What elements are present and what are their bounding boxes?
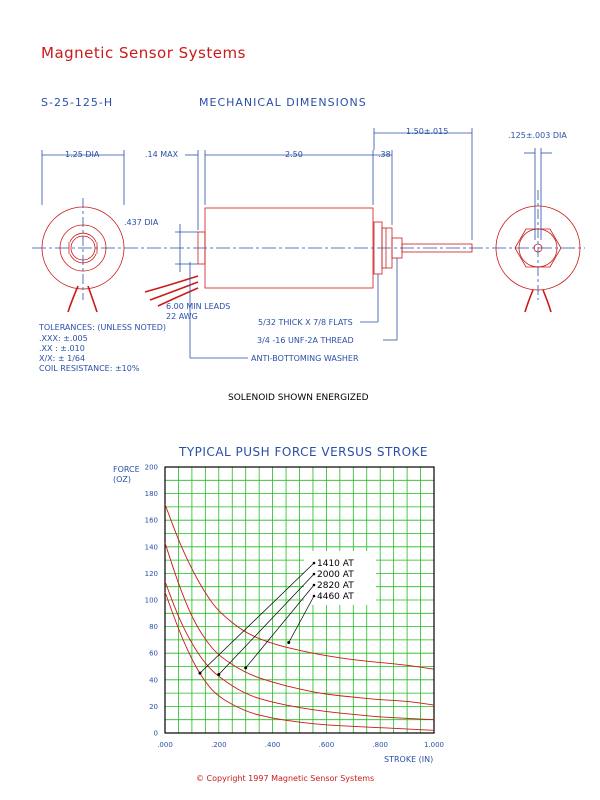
callout-dot	[312, 561, 316, 565]
y-tick-label: 160	[145, 517, 158, 525]
plunger-dia-label: .125±.003 DIA	[508, 131, 567, 140]
callout-leader	[245, 584, 315, 669]
body-dia-label: 1.25 DIA	[65, 150, 100, 159]
x-tick-label: 1.000	[424, 741, 444, 749]
side-leads	[144, 275, 199, 307]
copyright: © Copyright 1997 Magnetic Sensor Systems	[196, 774, 375, 783]
legend-label: 2000 AT	[317, 570, 354, 580]
legend-label: 2820 AT	[317, 581, 354, 591]
callout-leader	[218, 573, 315, 675]
y-tick-label: 200	[145, 464, 158, 472]
y-tick-label: 80	[149, 623, 158, 631]
x-tick-label: .600	[319, 741, 335, 749]
tolerance-line: .XXX: ±.005	[39, 334, 88, 343]
company-name: Magnetic Sensor Systems	[41, 44, 246, 62]
series-line-1410-at	[164, 591, 435, 731]
mechanical-drawing	[32, 128, 585, 359]
y-tick-label: 60	[149, 650, 158, 658]
series-line-4460-at	[164, 504, 435, 670]
x-tick-label: .800	[372, 741, 388, 749]
tolerance-line: X/X: ± 1/64	[39, 354, 86, 363]
chart-title: TYPICAL PUSH FORCE VERSUS STROKE	[179, 445, 429, 459]
leads-label: 6.00 MIN LEADS	[166, 302, 231, 311]
model-number: S-25-125-H	[41, 96, 114, 109]
callout-dot	[312, 572, 316, 576]
energized-note: SOLENOID SHOWN ENERGIZED	[228, 393, 369, 403]
legend-box	[304, 551, 376, 605]
flats-label: 5/32 THICK X 7/8 FLATS	[258, 318, 353, 327]
y-tick-label: 40	[149, 676, 158, 684]
y-tick-label: 180	[145, 490, 158, 498]
boss-dia-label: .437 DIA	[124, 218, 159, 227]
y-tick-label: 100	[145, 597, 158, 605]
x-tick-label: .400	[265, 741, 281, 749]
y-tick-label: 0	[154, 730, 158, 738]
y-tick-label: 140	[145, 543, 158, 551]
thread-label: 3/4 -16 UNF-2A THREAD	[257, 336, 354, 345]
chart-ticks: .000 .200 .400 .600 .800 1.000 0 20 40 60 80 100 120…	[145, 464, 444, 750]
right-end-leads	[524, 289, 552, 313]
chart-grid	[164, 466, 435, 734]
washer-label: ANTI-BOTTOMING WASHER	[251, 354, 359, 363]
left-end-leads	[67, 285, 98, 313]
y-tick-label: 120	[145, 570, 158, 578]
chart-curves	[164, 504, 435, 731]
series-line-2000-at	[164, 581, 435, 721]
legend-label: 1410 AT	[317, 559, 354, 569]
tolerances-title: TOLERANCES: (UNLESS NOTED)	[39, 323, 167, 332]
plot-frame	[164, 466, 435, 734]
x-axis-label: STROKE (IN)	[384, 755, 434, 764]
body-length-label: 2.50	[285, 150, 303, 159]
dimension-lines	[32, 128, 585, 359]
y-tick-label: 20	[149, 703, 158, 711]
legend-label: 4460 AT	[317, 592, 354, 602]
plunger-extension-label: 1.50±.015	[406, 127, 449, 136]
y-axis-label: FORCE (OZ)	[113, 465, 140, 484]
callout-leader	[288, 595, 315, 643]
callout-point	[217, 672, 221, 676]
x-tick-label: .000	[157, 741, 173, 749]
front-gap-label: .14 MAX	[145, 150, 179, 159]
series-line-2820-at	[164, 542, 435, 706]
thread-length-label: .38	[378, 150, 391, 159]
section-title: MECHANICAL DIMENSIONS	[199, 96, 367, 109]
x-tick-label: .200	[211, 741, 227, 749]
callout-dot	[312, 594, 316, 598]
tolerance-line: .XX : ±.010	[39, 344, 85, 353]
callout-leader	[199, 562, 315, 674]
callout-point	[244, 666, 248, 670]
tolerance-line: COIL RESISTANCE: ±10%	[39, 364, 140, 373]
callout-point	[287, 641, 291, 645]
callout-dot	[312, 583, 316, 587]
callout-point	[198, 671, 202, 675]
wire-gauge-label: 22 AWG	[166, 312, 198, 321]
